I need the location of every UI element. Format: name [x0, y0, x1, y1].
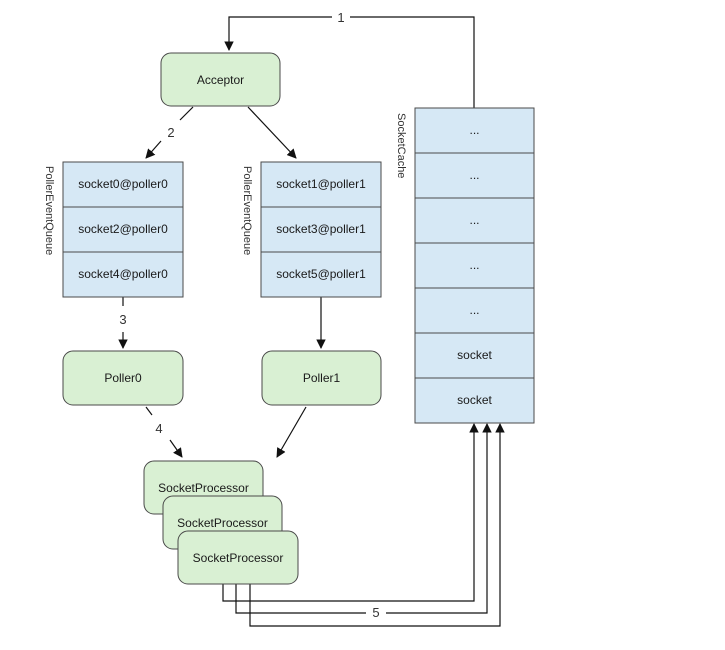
cache-cell: socket [457, 348, 492, 362]
edge-label-5: 5 [372, 605, 379, 620]
queue-cell: socket5@poller1 [276, 267, 366, 281]
edge-label-2: 2 [167, 125, 174, 140]
poller1-node: Poller1 [261, 350, 382, 406]
edge-poller0-to-processor-a [145, 406, 153, 416]
acceptor-node: Acceptor [160, 52, 281, 107]
queue-cell: socket4@poller0 [78, 267, 168, 281]
queue-cell: socket3@poller1 [276, 222, 366, 236]
socket-cache: ... ... ... ... ... socket socket Socket… [395, 107, 535, 424]
socket-processor-label: SocketProcessor [193, 551, 284, 565]
queue-cell: socket1@poller1 [276, 177, 366, 191]
right-queue-label: PollerEventQueue [241, 166, 253, 255]
edge-processor-to-cache-2 [235, 584, 366, 614]
edge-processor-to-cache-3 [249, 423, 505, 627]
edge-processor-to-cache-2b [386, 423, 492, 614]
queue-cell: socket0@poller0 [78, 177, 168, 191]
left-poller-event-queue: socket0@poller0 socket2@poller0 socket4@… [43, 161, 184, 298]
socket-cache-label: SocketCache [395, 113, 407, 178]
edge-processor-to-cache-1 [222, 423, 479, 602]
cache-cell: socket [457, 393, 492, 407]
edge-acceptor-to-left-queue-a [179, 106, 194, 121]
socket-processor-label: SocketProcessor [158, 481, 249, 495]
right-poller-event-queue: socket1@poller1 socket3@poller1 socket5@… [241, 161, 382, 298]
queue-cell: socket2@poller0 [78, 222, 168, 236]
socket-processor-stack: SocketProcessor SocketProcessor SocketPr… [143, 460, 299, 585]
edge-cache-to-acceptor [224, 16, 475, 108]
cache-cell: ... [469, 213, 479, 227]
edge-acceptor-to-right-queue [247, 106, 297, 159]
socket-processor-node: SocketProcessor [177, 530, 299, 585]
edge-labels: 1 2 3 4 5 [119, 8, 380, 620]
cache-cell: ... [469, 123, 479, 137]
cache-cell: ... [469, 258, 479, 272]
edge-poller0-to-processor-b [169, 439, 183, 458]
edges [118, 16, 505, 627]
edge-poller1-to-processor [276, 406, 307, 458]
edge-label-4: 4 [155, 421, 162, 436]
poller0-label: Poller0 [104, 371, 142, 385]
edge-acceptor-to-left-queue-b [145, 140, 162, 159]
poller1-label: Poller1 [303, 371, 341, 385]
cache-cell: ... [469, 303, 479, 317]
edge-label-3: 3 [119, 312, 126, 327]
socket-processor-label: SocketProcessor [177, 516, 268, 530]
cache-cell: ... [469, 168, 479, 182]
left-queue-label: PollerEventQueue [43, 166, 55, 255]
poller0-node: Poller0 [62, 350, 184, 406]
edge-label-1: 1 [337, 10, 344, 25]
acceptor-label: Acceptor [197, 73, 244, 87]
